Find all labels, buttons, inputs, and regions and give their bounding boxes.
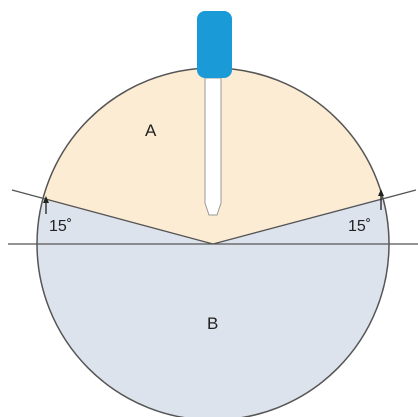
right-angle-arrow — [378, 189, 384, 210]
angle-left-label: 15˚ — [49, 218, 72, 235]
pipette-icon — [197, 11, 232, 216]
right-tilted-line — [212, 189, 417, 245]
region-b-label: B — [207, 314, 218, 333]
region-a-label: A — [145, 121, 157, 140]
left-angle-arrow — [43, 196, 49, 214]
angle-right-label: 15˚ — [348, 218, 371, 235]
region-b — [37, 188, 389, 417]
